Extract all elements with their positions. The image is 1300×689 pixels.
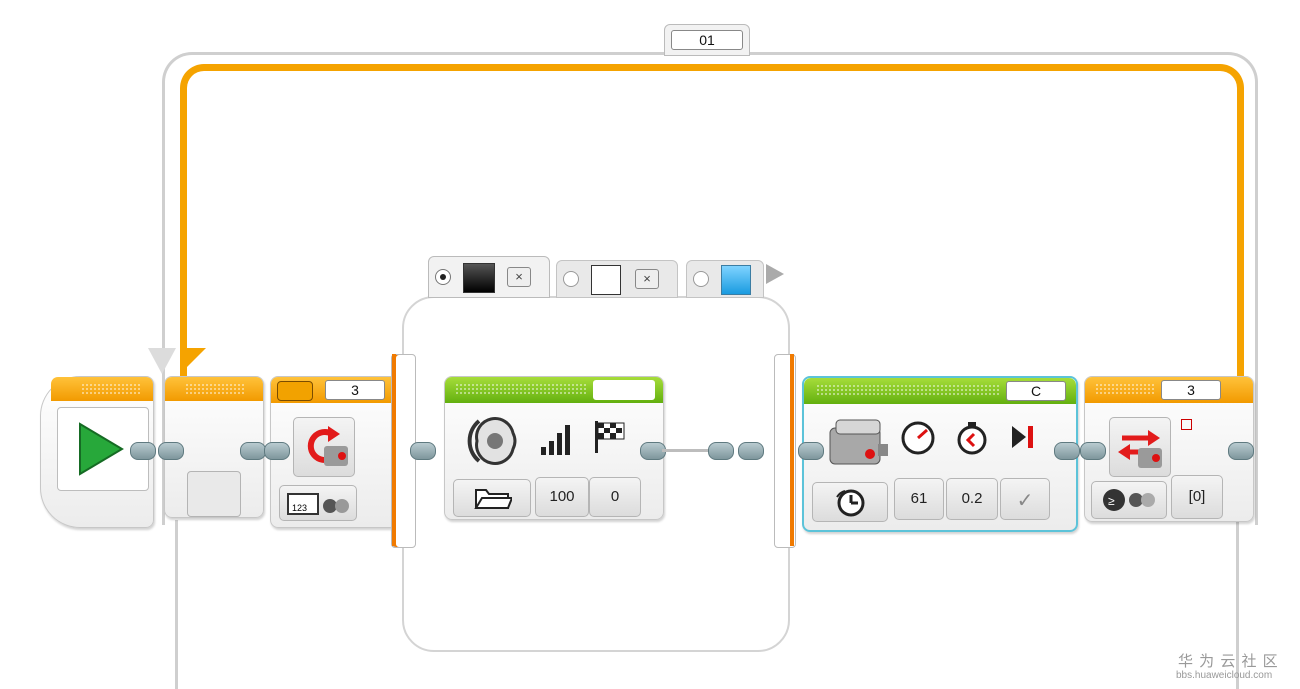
case-radio[interactable] bbox=[693, 271, 709, 287]
rotations-icon[interactable]: 123 bbox=[279, 485, 357, 521]
play-type-field[interactable]: 0 bbox=[589, 477, 641, 517]
rotation-sensor-block[interactable]: 3 ≥ [0] bbox=[1084, 376, 1254, 522]
brake-field[interactable]: ✓ bbox=[1000, 478, 1050, 520]
medium-motor-block[interactable]: 3 123 bbox=[270, 376, 398, 528]
black-color-swatch bbox=[463, 263, 495, 293]
motor-count-field[interactable]: 3 bbox=[325, 380, 385, 400]
loop-start-input-plug bbox=[158, 442, 184, 460]
watermark-url: bbs.huaweicloud.com bbox=[1176, 670, 1273, 681]
switch-output-plug-b bbox=[738, 442, 764, 460]
case-radio-selected[interactable] bbox=[435, 269, 451, 285]
rotation-reset-icon bbox=[1109, 417, 1171, 477]
white-color-swatch bbox=[591, 265, 621, 295]
sequence-wire-left bbox=[175, 520, 178, 689]
loop-entry-notch bbox=[148, 348, 206, 374]
motor-input-plug bbox=[264, 442, 290, 460]
blue-color-swatch bbox=[721, 265, 751, 295]
brake-icon bbox=[1012, 426, 1033, 448]
power-gauge-icon bbox=[901, 421, 935, 455]
speaker-icon bbox=[467, 417, 517, 465]
loop-flow-line bbox=[180, 64, 1244, 411]
loop-start-tile bbox=[187, 471, 241, 517]
case-tab-white[interactable]: × bbox=[556, 260, 678, 298]
timer-icon bbox=[957, 422, 987, 455]
volume-field[interactable]: 100 bbox=[535, 477, 589, 517]
large-motor-block[interactable]: C 61 0.2 ✓ bbox=[802, 376, 1078, 532]
loop-start-output-plug bbox=[240, 442, 266, 460]
power-field[interactable]: 61 bbox=[894, 478, 944, 520]
watermark-title: 华 为 云 社 区 bbox=[1178, 653, 1279, 670]
svg-text:≥: ≥ bbox=[1108, 494, 1115, 508]
case-tab-black[interactable]: × bbox=[428, 256, 550, 298]
loop-name-field[interactable]: 01 bbox=[671, 30, 743, 50]
case-delete-icon[interactable]: × bbox=[507, 267, 531, 287]
no-output-icon bbox=[1181, 419, 1192, 430]
motor-mode-icon[interactable] bbox=[812, 482, 888, 522]
rotation-count-field[interactable]: 3 bbox=[1161, 380, 1221, 400]
rotation-input-plug bbox=[1080, 442, 1106, 460]
large-motor-input-plug bbox=[798, 442, 824, 460]
case-delete-icon[interactable]: × bbox=[635, 269, 659, 289]
case-scroll-right-icon[interactable] bbox=[764, 262, 786, 286]
block-mode-icon bbox=[277, 381, 313, 401]
play-type-flag-icon bbox=[595, 421, 625, 453]
start-output-plug bbox=[130, 442, 156, 460]
seconds-field[interactable]: 0.2 bbox=[946, 478, 998, 520]
sequence-wire bbox=[662, 449, 712, 452]
volume-icon bbox=[541, 425, 570, 455]
sound-block[interactable]: 100 0 bbox=[444, 376, 664, 520]
loop-end-output-plug bbox=[1228, 442, 1254, 460]
switch-input-plug bbox=[410, 442, 436, 460]
play-icon bbox=[79, 422, 124, 476]
switch-output-plug-a bbox=[708, 442, 734, 460]
case-radio[interactable] bbox=[563, 271, 579, 287]
case-tab-blue[interactable] bbox=[686, 260, 764, 298]
compare-mode-icon[interactable]: ≥ bbox=[1091, 481, 1167, 519]
open-file-icon[interactable] bbox=[453, 479, 531, 517]
sound-file-field[interactable] bbox=[593, 380, 655, 400]
large-motor-icon bbox=[829, 419, 888, 465]
sequence-wire-right bbox=[1236, 520, 1239, 689]
svg-text:123: 123 bbox=[292, 503, 307, 513]
loop-name-tab[interactable]: 01 bbox=[664, 24, 750, 56]
medium-motor-icon bbox=[293, 417, 355, 477]
motor-port-field[interactable]: C bbox=[1006, 381, 1066, 401]
rotation-value-field[interactable]: [0] bbox=[1171, 475, 1223, 519]
large-motor-output-plug bbox=[1054, 442, 1080, 460]
